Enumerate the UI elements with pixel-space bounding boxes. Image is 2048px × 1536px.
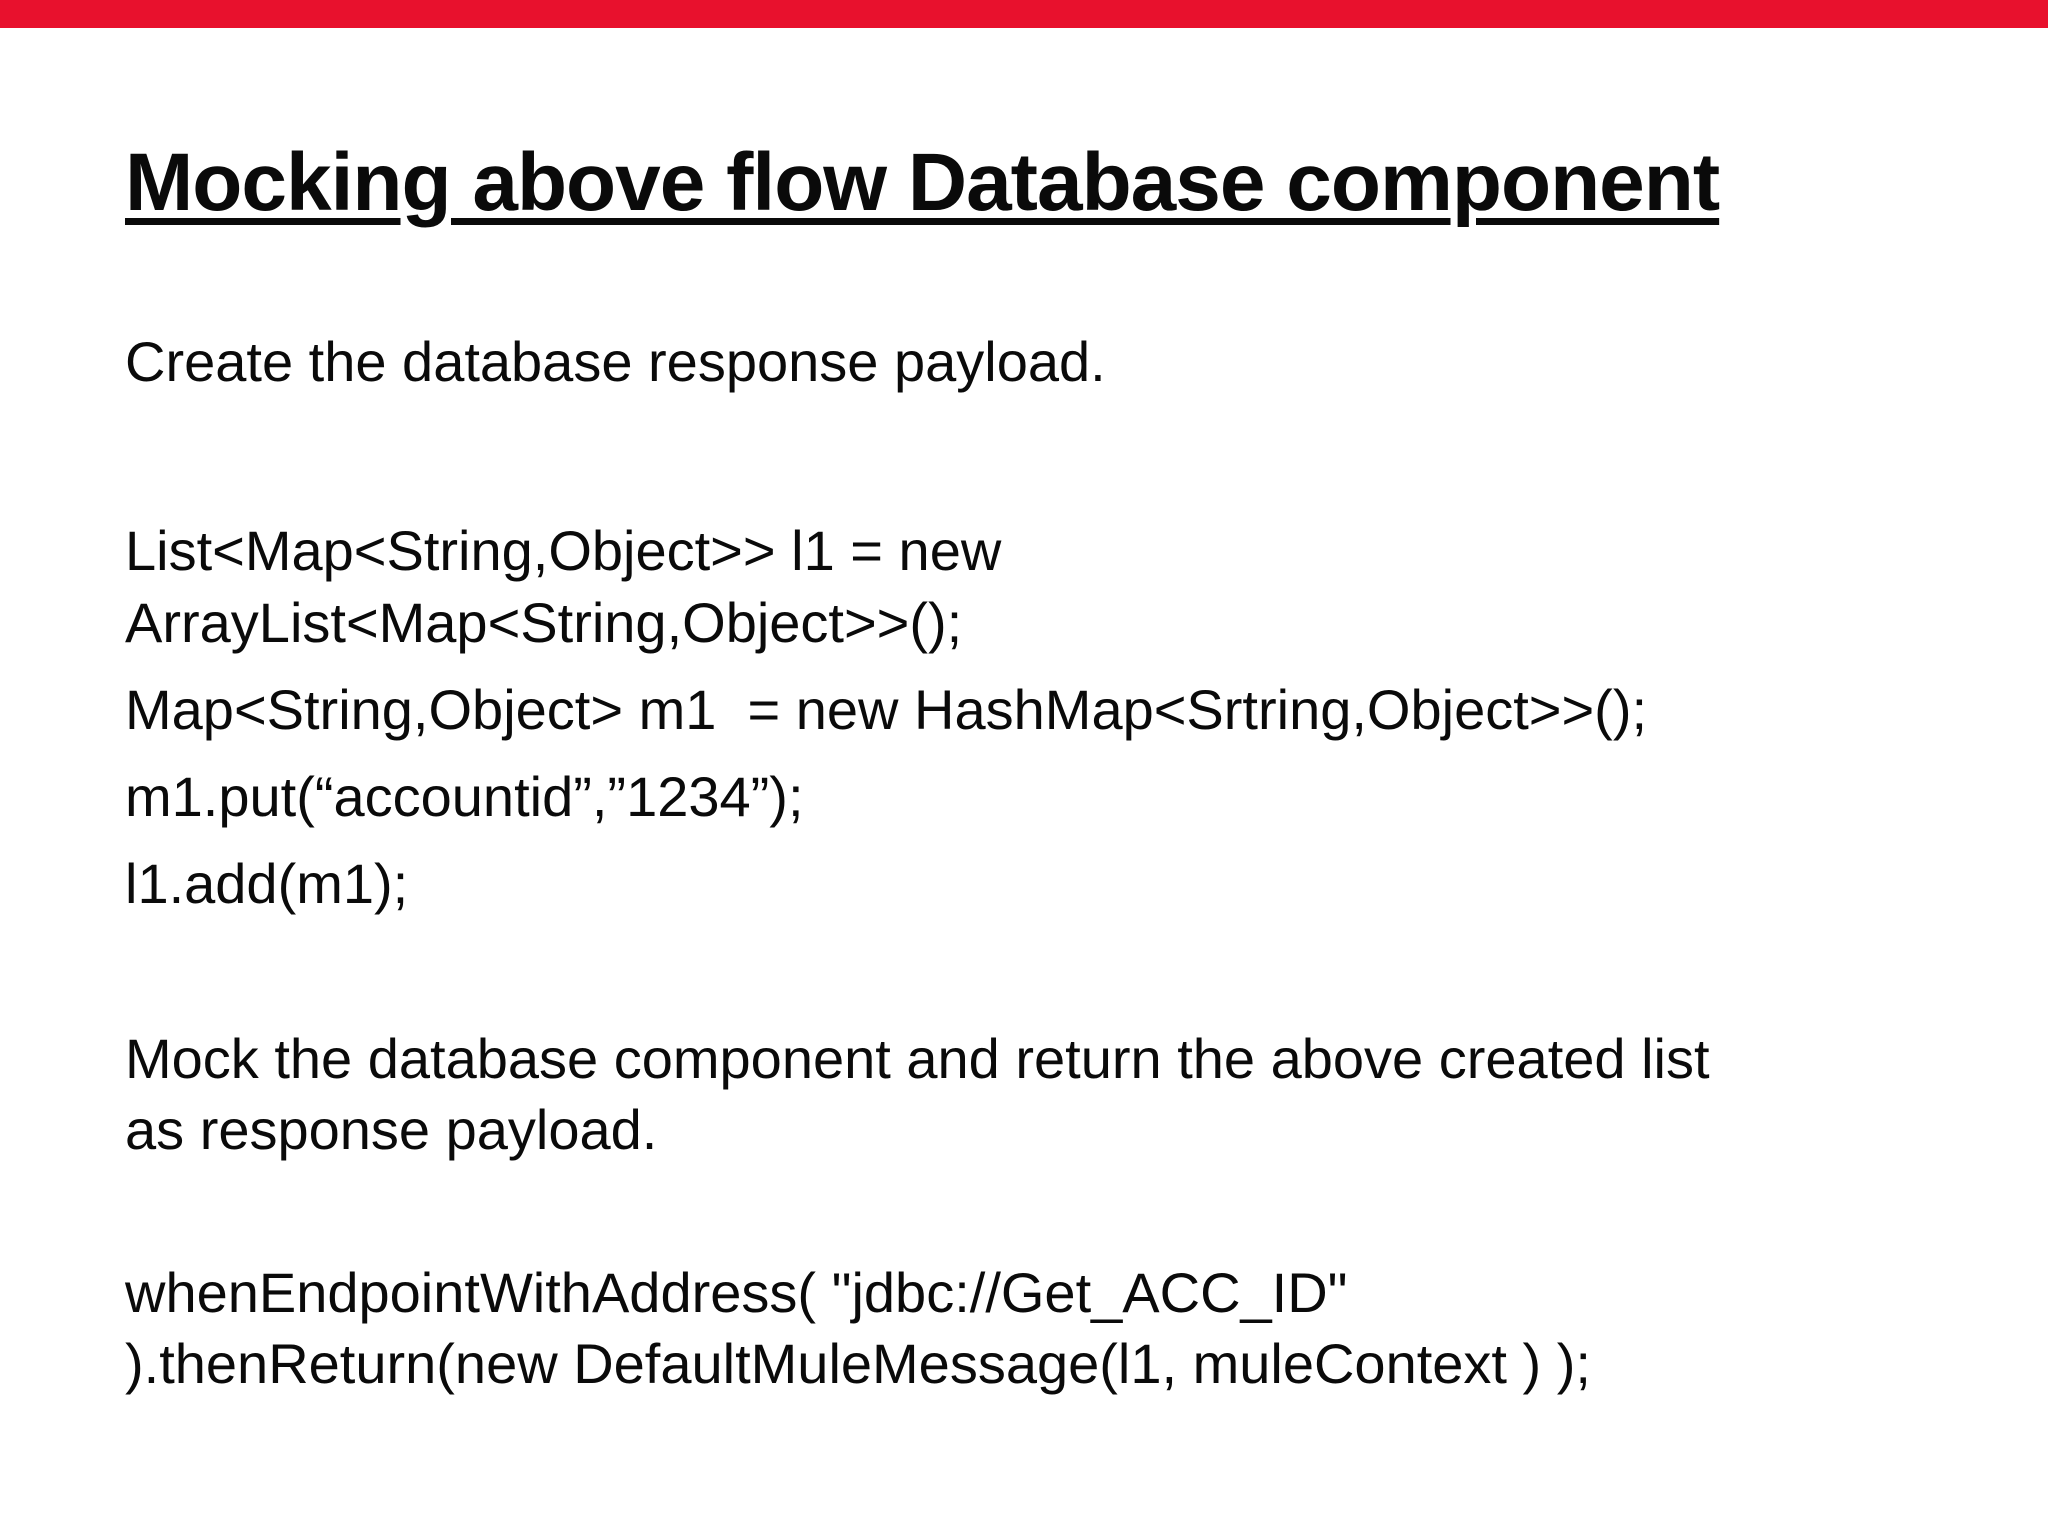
code-list-add: l1.add(m1);: [125, 848, 1968, 919]
intro-paragraph: Create the database response payload.: [125, 326, 1968, 397]
top-red-bar: [0, 0, 2048, 28]
body-line: as response payload.: [125, 1098, 658, 1162]
code-line: ).thenReturn(new DefaultMuleMessage(l1, …: [125, 1332, 1591, 1396]
slide-title: Mocking above flow Database component: [125, 136, 1968, 230]
code-line: whenEndpointWithAddress( "jdbc://Get_ACC…: [125, 1261, 1348, 1325]
code-line: l1.add(m1);: [125, 851, 409, 915]
code-map-put: m1.put(“accountid”,”1234”);: [125, 761, 1968, 832]
code-map-declaration: Map<String,Object> m1 = new HashMap<Srtr…: [125, 674, 1968, 745]
body-line: Mock the database component and return t…: [125, 1026, 1710, 1090]
code-when-endpoint: whenEndpointWithAddress( "jdbc://Get_ACC…: [125, 1257, 1968, 1399]
code-list-declaration: List<Map<String,Object>> l1 = new ArrayL…: [125, 515, 1968, 657]
code-line: m1.put(“accountid”,”1234”);: [125, 764, 804, 828]
slide-title-text: Mocking above flow Database component: [125, 137, 1720, 228]
slide: Mocking above flow Database component Cr…: [0, 28, 2048, 1536]
intro-line: Create the database response payload.: [125, 330, 1106, 394]
code-line: Map<String,Object> m1 = new HashMap<Srtr…: [125, 677, 1648, 741]
slide-body: Create the database response payload. Li…: [125, 326, 1968, 1399]
mock-paragraph: Mock the database component and return t…: [125, 1023, 1968, 1165]
code-line: List<Map<String,Object>> l1 = new: [125, 519, 1002, 583]
code-line: ArrayList<Map<String,Object>>();: [125, 590, 963, 654]
